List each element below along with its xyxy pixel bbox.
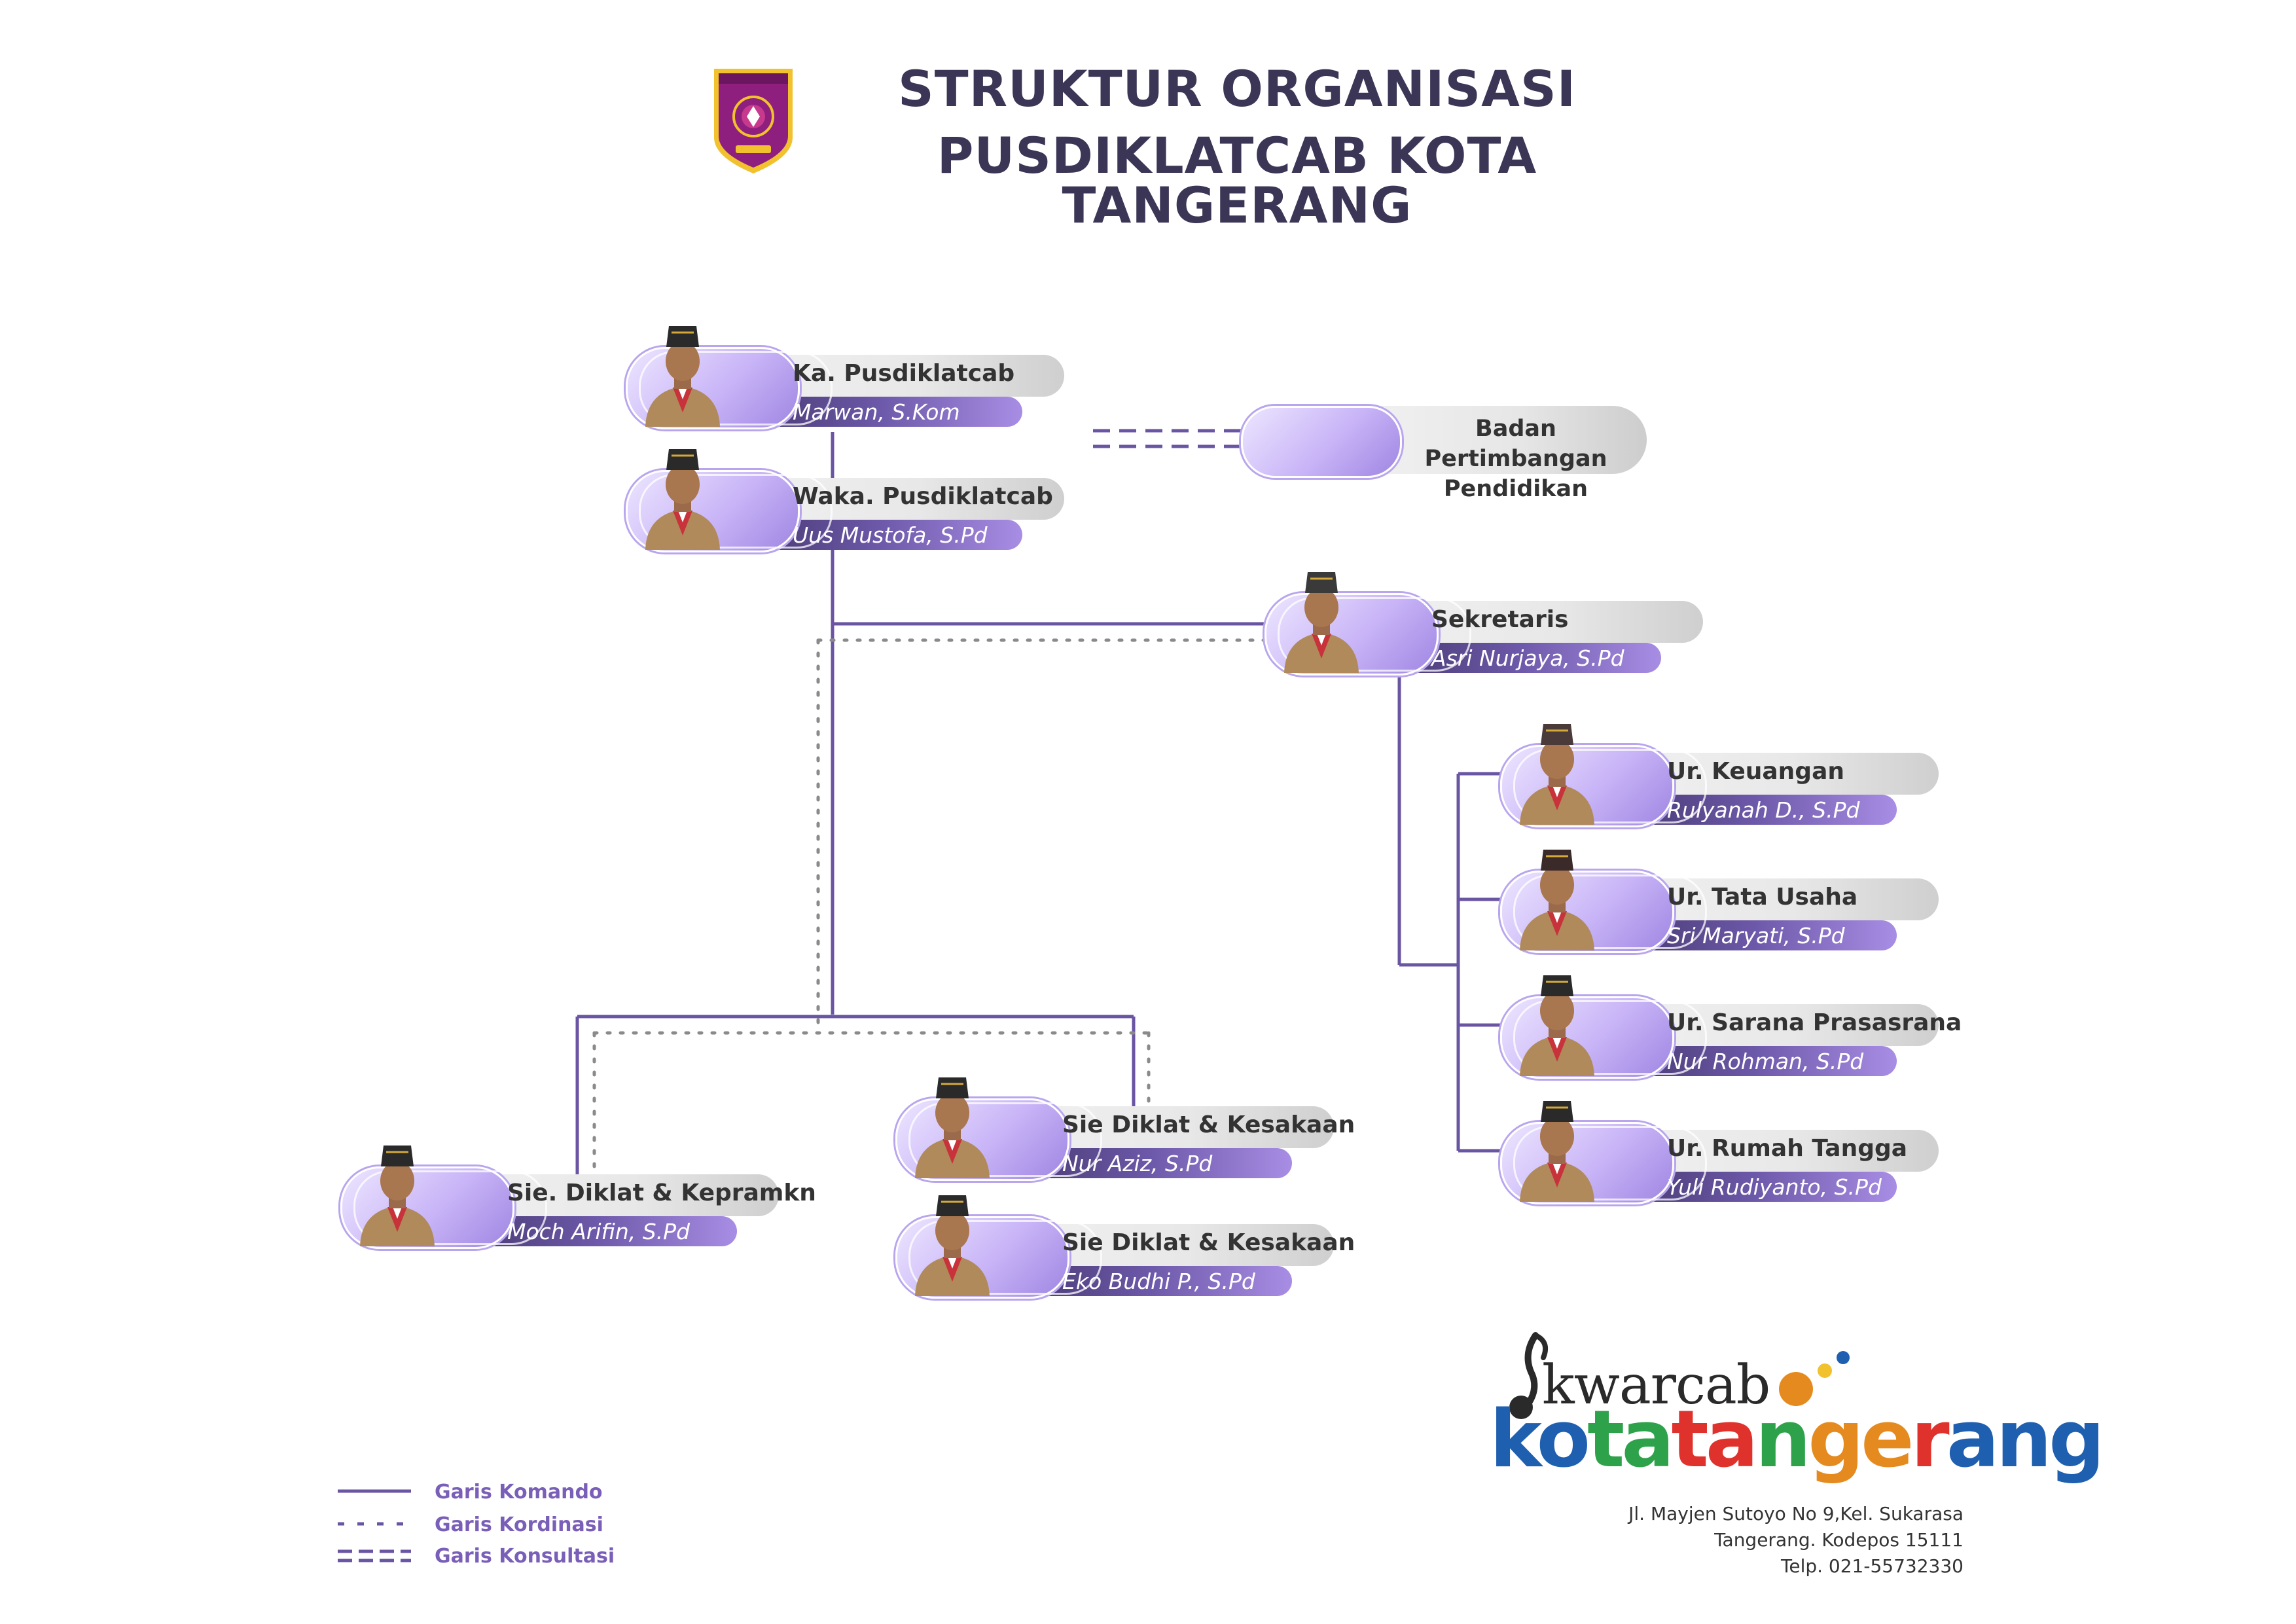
pill-outline xyxy=(1513,1000,1707,1075)
portrait-icon xyxy=(1520,1101,1594,1202)
position-role: Ur. Rumah Tangga xyxy=(1667,1135,1908,1162)
wordmark-letter: k xyxy=(1490,1394,1540,1485)
position-name: Marwan, S.Kom xyxy=(793,399,960,425)
wordmark-letter: n xyxy=(1755,1394,1811,1485)
address-line-1: Jl. Mayjen Sutoyo No 9,Kel. Sukarasa xyxy=(1628,1503,1964,1525)
portrait-icon xyxy=(645,449,720,550)
pill-outline xyxy=(639,351,833,425)
wordmark-letter: a xyxy=(1621,1394,1674,1485)
position-role: Ur. Keuangan xyxy=(1667,758,1844,785)
pill-outline xyxy=(353,1170,547,1245)
wordmark-letter: n xyxy=(1996,1394,2052,1485)
position-role: Waka. Pusdiklatcab xyxy=(793,483,1053,510)
position-name: Moch Arifin, S.Pd xyxy=(507,1219,691,1244)
page-title-line-2: PUSDIKLATCAB KOTA TANGERANG xyxy=(937,126,1537,234)
badan-label-line-1: Badan Pertimbangan xyxy=(1424,416,1607,472)
portrait-icon xyxy=(1520,724,1594,825)
portrait-icon xyxy=(1520,975,1594,1076)
position-role: Sie Diklat & Kesakaan xyxy=(1062,1229,1355,1256)
tunas-icon xyxy=(1509,1332,1548,1419)
position-name: Sri Maryati, S.Pd xyxy=(1667,923,1845,948)
wordmark-letter: g xyxy=(2049,1394,2105,1485)
position-role: Sekretaris xyxy=(1431,606,1569,633)
pill-outline xyxy=(908,1220,1102,1295)
badan-pill xyxy=(1241,406,1402,478)
pill-outline xyxy=(908,1102,1102,1177)
pill-outline xyxy=(1513,875,1707,949)
position-name: Nur Rohman, S.Pd xyxy=(1667,1049,1864,1074)
wordmark-letter: a xyxy=(1946,1394,2000,1485)
kotatangerang-wordmark: kotatangerang xyxy=(1490,1401,2105,1479)
wordmark-letter: r xyxy=(1910,1394,1950,1485)
wordmark-letter: t xyxy=(1671,1394,1708,1485)
badan-label-line-2: Pendidikan xyxy=(1443,476,1588,502)
pill-outline xyxy=(639,474,833,549)
pill-outline xyxy=(1513,749,1707,823)
address-line-3: Telp. 021-55732330 xyxy=(1781,1555,1964,1577)
portrait-icon xyxy=(1520,850,1594,950)
position-role: Ur. Tata Usaha xyxy=(1667,884,1858,911)
portrait-icon xyxy=(360,1146,435,1246)
portrait-icon xyxy=(645,326,720,427)
position-name: Asri Nurjaya, S.Pd xyxy=(1431,645,1624,671)
wordmark-letter: a xyxy=(1705,1394,1759,1485)
wordmark-letter: e xyxy=(1861,1394,1914,1485)
wordmark-letter: g xyxy=(1808,1394,1864,1485)
page-title-line-1: STRUKTUR ORGANISASI xyxy=(897,60,1577,118)
kwarcab-logo: kwarcab kotatangerang xyxy=(1490,1322,2105,1486)
pill-outline xyxy=(1278,597,1471,672)
legend-komando-label: Garis Komando xyxy=(435,1481,603,1504)
pill-outline xyxy=(1513,1126,1707,1200)
wordmark-letter: o xyxy=(1536,1394,1590,1485)
legend-kordinasi-label: Garis Kordinasi xyxy=(435,1513,603,1536)
position-name: Uus Mustofa, S.Pd xyxy=(793,522,988,548)
wordmark-letter: t xyxy=(1587,1394,1624,1485)
legend-konsultasi-label: Garis Konsultasi xyxy=(435,1545,615,1568)
address-line-2: Tangerang. Kodepos 15111 xyxy=(1714,1529,1964,1551)
pusdiklatcab-emblem xyxy=(714,69,793,173)
portrait-icon xyxy=(915,1195,990,1296)
portrait-icon xyxy=(915,1077,990,1178)
kwarcab-text: kwarcab xyxy=(1542,1354,1770,1416)
position-role: Sie Diklat & Kesakaan xyxy=(1062,1111,1355,1138)
position-role: Sie. Diklat & Kepramkn xyxy=(507,1180,816,1206)
position-role: Ka. Pusdiklatcab xyxy=(793,360,1015,387)
position-name: Nur Aziz, S.Pd xyxy=(1062,1151,1213,1176)
badan-pertimbangan-card: Badan Pertimbangan Pendidikan xyxy=(1241,402,1712,502)
position-name: Rulyanah D., S.Pd xyxy=(1667,797,1860,823)
badan-label: Badan Pertimbangan Pendidikan xyxy=(1391,414,1640,504)
dots-icon xyxy=(1779,1351,1850,1406)
position-role: Ur. Sarana Prasasrana xyxy=(1667,1009,1962,1036)
portrait-icon xyxy=(1284,572,1359,673)
position-name: Eko Budhi P., S.Pd xyxy=(1062,1269,1255,1294)
position-name: Yuli Rudiyanto, S.Pd xyxy=(1667,1174,1882,1200)
